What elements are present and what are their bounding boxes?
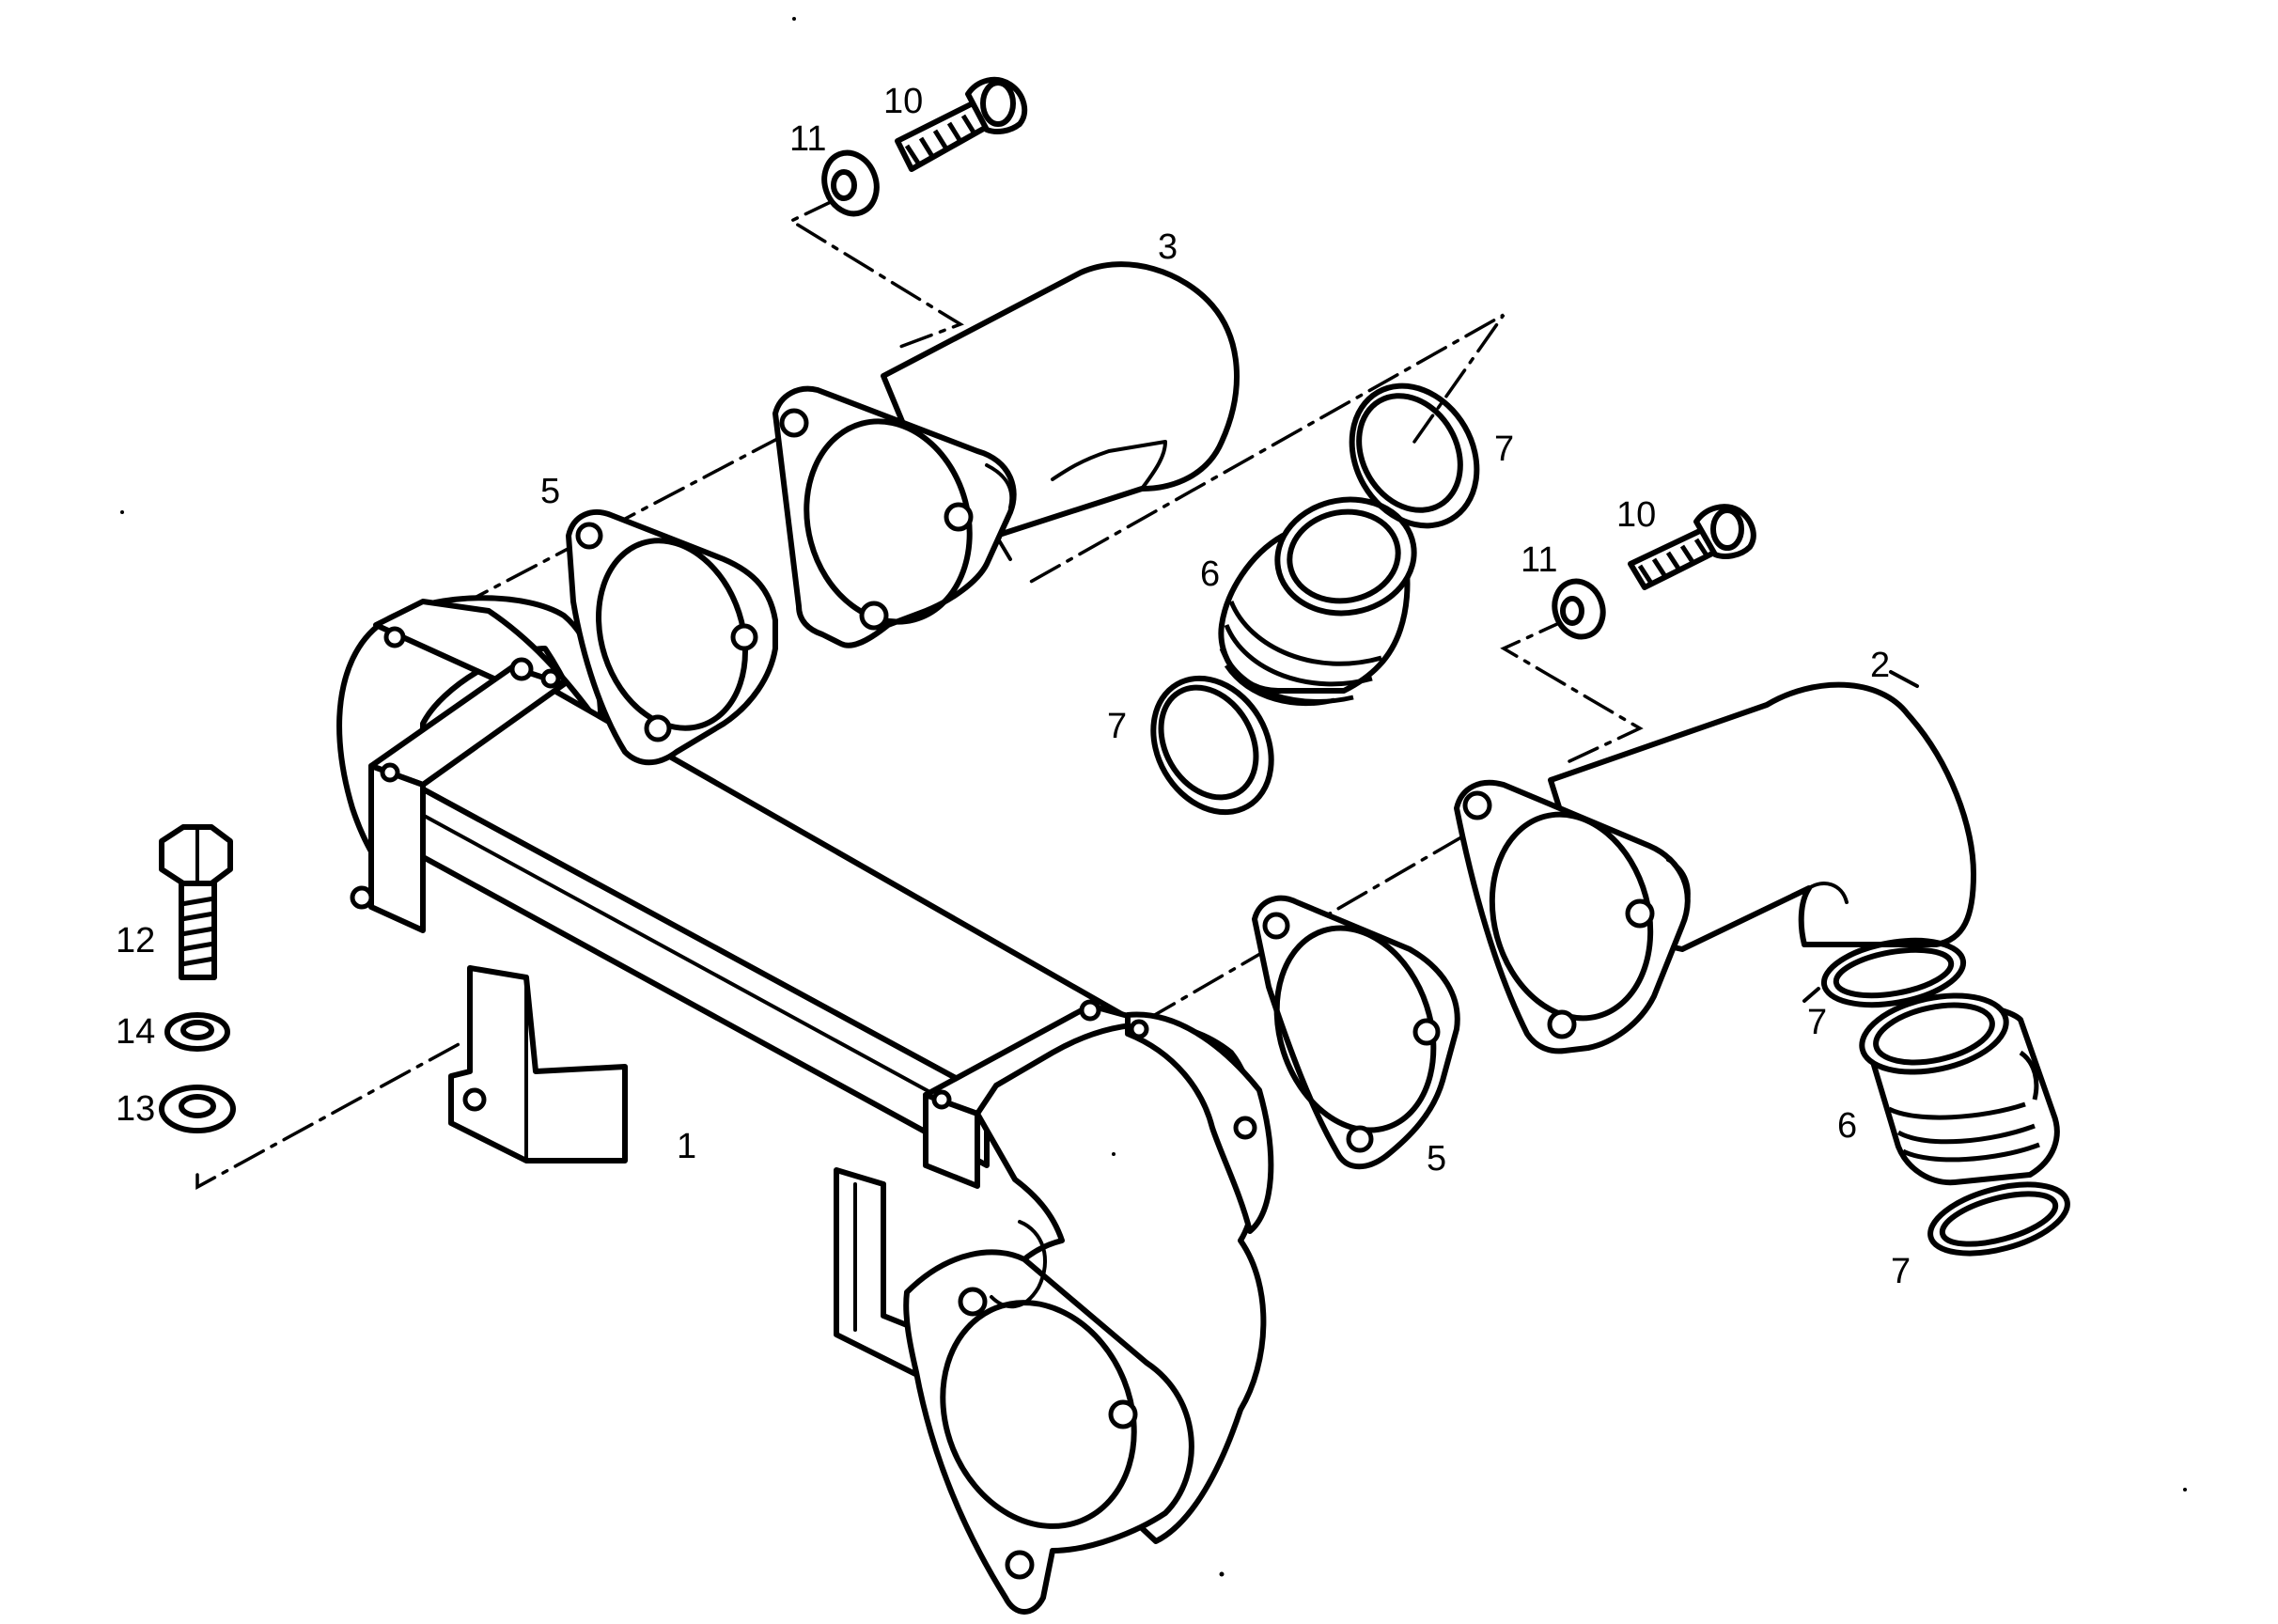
scan-specks (120, 17, 2187, 1577)
callout-7a: 7 (1494, 429, 1514, 469)
callout-12: 12 (116, 921, 155, 960)
elbow-pipe-upper (772, 261, 1240, 648)
callout-5b: 5 (1427, 1139, 1446, 1179)
callout-labels: 1 2 3 5 5 6 6 7 7 7 7 10 10 11 11 12 13 … (116, 82, 1911, 1291)
elbow-pipe-right (1454, 681, 1976, 1054)
bolt-upper (895, 76, 1028, 172)
callout-3: 3 (1158, 227, 1178, 267)
flat-washer (159, 1085, 236, 1133)
manifold-body (336, 595, 1274, 1615)
o-ring-upper-left (1150, 675, 1274, 816)
callout-10b: 10 (1616, 495, 1656, 535)
callout-7d: 7 (1891, 1252, 1911, 1291)
callout-7c: 7 (1807, 1003, 1827, 1042)
gasket-upper (566, 509, 778, 766)
o-ring-lower-bottom (1927, 1181, 2070, 1257)
gasket-lower (1252, 895, 1460, 1170)
callout-11b: 11 (1521, 540, 1557, 580)
bolt-right (1628, 504, 1756, 590)
o-ring-upper-right (1349, 383, 1480, 529)
sleeve-lower (1859, 992, 2060, 1186)
leader-lines (1802, 670, 1919, 1003)
callout-6a: 6 (1200, 554, 1220, 594)
sleeve-upper (1218, 496, 1417, 707)
washer-upper (821, 149, 880, 217)
callout-1: 1 (677, 1127, 696, 1166)
callout-14: 14 (116, 1012, 155, 1052)
callout-2: 2 (1870, 646, 1890, 685)
callout-11a: 11 (789, 119, 826, 159)
spring-washer (164, 1012, 230, 1052)
callout-10a: 10 (883, 82, 923, 121)
callout-13: 13 (116, 1089, 155, 1129)
hex-bolt (159, 824, 233, 980)
washer-right (1552, 578, 1606, 640)
callout-6b: 6 (1837, 1106, 1857, 1146)
callout-7b: 7 (1107, 707, 1127, 746)
callout-5a: 5 (540, 472, 560, 511)
o-ring-lower-top (1820, 937, 1967, 1008)
